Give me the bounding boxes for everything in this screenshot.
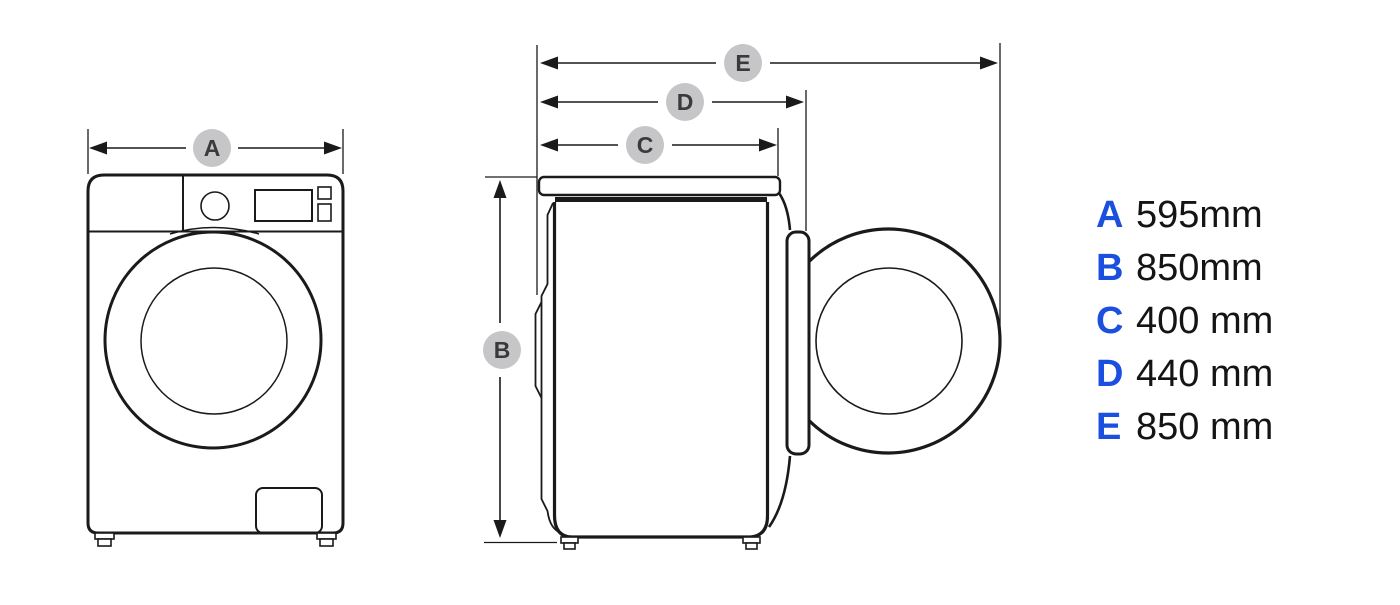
dim-arrow-a xyxy=(89,141,342,155)
arrow-left-icon xyxy=(89,141,107,155)
legend-row-d: D 440 mm xyxy=(1096,348,1273,401)
front-knob-icon xyxy=(200,191,230,221)
dim-label-d: D xyxy=(666,83,704,121)
legend-value-c: 400 mm xyxy=(1136,300,1274,342)
dim-arrow-d xyxy=(540,95,804,109)
arrow-left-icon xyxy=(540,138,558,152)
legend-row-c: C 400 mm xyxy=(1096,295,1273,348)
occlusion-mask xyxy=(752,196,790,526)
side-open-door-inner xyxy=(815,267,963,415)
dim-label-d-text: D xyxy=(677,89,694,115)
side-back-bump xyxy=(534,301,543,399)
side-extension-lines xyxy=(484,43,1001,544)
dim-label-e: E xyxy=(724,44,762,82)
legend-value-a: 595mm xyxy=(1136,194,1263,236)
legend-row-a: A 595mm xyxy=(1096,189,1273,242)
side-view-drawing: E D C B xyxy=(483,43,1002,550)
legend-letter-c: C xyxy=(1096,300,1124,342)
dim-arrow-e xyxy=(540,56,998,70)
arrow-right-icon xyxy=(759,138,777,152)
legend-row-b: B 850mm xyxy=(1096,242,1273,295)
arrow-right-icon xyxy=(980,56,998,70)
side-feet xyxy=(560,536,761,550)
dim-label-c: C xyxy=(626,126,664,164)
side-front-slope-bottom xyxy=(767,455,792,528)
dim-label-e-text: E xyxy=(735,50,750,76)
arrow-right-icon xyxy=(324,141,342,155)
dim-arrow-b xyxy=(493,180,507,538)
dim-label-a-text: A xyxy=(204,135,221,161)
front-door-inner xyxy=(140,267,288,415)
arrow-down-icon xyxy=(493,520,507,538)
legend-value-d: 440 mm xyxy=(1136,353,1274,395)
dim-label-a: A xyxy=(193,129,231,167)
side-back-panel-line xyxy=(540,202,563,534)
arrow-up-icon xyxy=(493,180,507,198)
legend-letter-a: A xyxy=(1096,194,1124,236)
front-filter-door xyxy=(255,487,323,534)
arrow-left-icon xyxy=(540,95,558,109)
dimension-legend: A 595mm B 850mm C 400 mm D 440 mm E 850 mm xyxy=(1096,189,1273,454)
front-view-drawing: A xyxy=(86,129,345,547)
side-lid xyxy=(537,175,782,197)
front-feet xyxy=(94,532,337,547)
front-display xyxy=(254,189,313,222)
legend-letter-e: E xyxy=(1096,406,1122,448)
front-door-outer xyxy=(103,230,323,450)
dim-label-b-text: B xyxy=(494,337,511,363)
dim-arrow-c xyxy=(540,138,777,152)
side-front-slope-top xyxy=(777,192,792,231)
arrow-left-icon xyxy=(540,56,558,70)
dim-label-c-text: C xyxy=(637,132,654,158)
front-button-top xyxy=(317,186,332,200)
legend-letter-b: B xyxy=(1096,247,1124,289)
side-body-outline xyxy=(552,202,770,539)
side-door-edge xyxy=(785,230,811,456)
dim-label-b: B xyxy=(483,331,521,369)
legend-value-e: 850 mm xyxy=(1136,406,1274,448)
dim-a-extension-lines xyxy=(87,129,344,174)
legend-value-b: 850mm xyxy=(1136,247,1263,289)
legend-row-e: E 850 mm xyxy=(1096,401,1273,454)
legend-letter-d: D xyxy=(1096,353,1124,395)
front-body-outline xyxy=(86,173,345,535)
arrow-right-icon xyxy=(786,95,804,109)
front-button-bottom xyxy=(317,203,332,222)
front-door-rim-arc xyxy=(169,226,260,235)
